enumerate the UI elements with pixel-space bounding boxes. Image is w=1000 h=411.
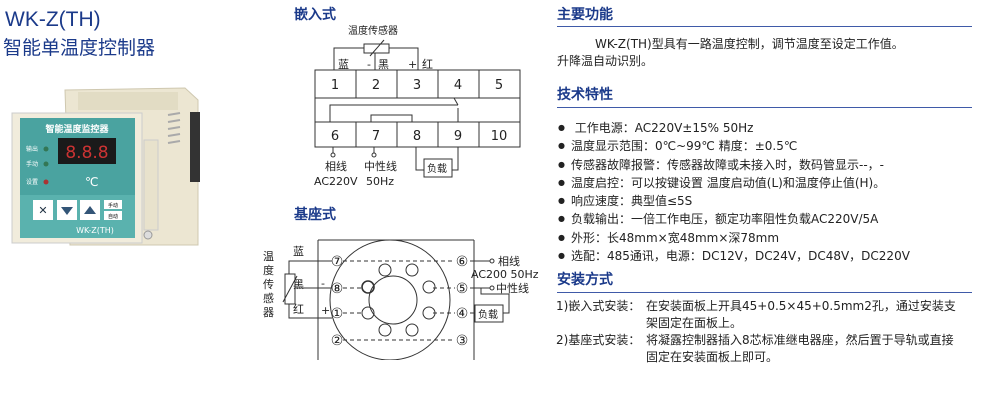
load-label: 负载 (427, 162, 447, 175)
spec-item: 负载输出：一倍工作电压，额定功率阻性负载AC220V/5A (558, 210, 910, 228)
neutral-label: 中性线 (364, 159, 397, 173)
tools-icon: ✕ (38, 204, 47, 217)
ac-label: AC220V (314, 175, 358, 188)
install-1-line: 架固定在面板上。 (646, 316, 743, 330)
device-image: 智能温度监控器 8.8.8 输出 手动 设置 ℃ ✕ 手动 自动 WK-Z(TH… (11, 87, 200, 246)
terminal-8: 8 (413, 129, 421, 144)
install-1-label: 1)嵌入式安装： (556, 299, 641, 313)
spec-item: 温度启控：可以按键设置 温度启动值(L)和温度停止值(H)。 (558, 174, 910, 192)
install-1-line: 在安装面板上开具45+0.5×45+0.5mm2孔，通过安装支 (646, 299, 956, 313)
product-name: 智能单温度控制器 (3, 37, 156, 59)
pin-8: ⑧ (331, 281, 344, 297)
pin-4: ④ (456, 306, 469, 322)
sensor-char: 传 (263, 278, 274, 291)
manual-label: 手动 (108, 202, 118, 209)
digital-display: 8.8.8 (65, 143, 108, 163)
pin-3: ③ (456, 333, 469, 349)
install-2-line: 固定在安装面板上即可。 (646, 350, 779, 364)
specs-heading: 技术特性 (557, 87, 613, 103)
terminal-10: 10 (491, 129, 508, 144)
terminal-2: 2 (372, 78, 380, 93)
sensor-char: 感 (263, 292, 274, 305)
plus-label: + (321, 304, 330, 317)
pin-6: ⑥ (456, 254, 469, 270)
terminal-1: 1 (331, 78, 339, 93)
indicator-set: 设置 (26, 178, 38, 186)
pin-7: ⑦ (331, 254, 344, 270)
divider (557, 107, 972, 108)
functions-line-2: 升降温自动识别。 (557, 54, 654, 68)
hz-label: 50Hz (366, 175, 394, 188)
sensor-label: 温度传感器 (348, 24, 398, 37)
wire-black-label: 黑 (293, 278, 304, 291)
terminal-7: 7 (372, 129, 380, 144)
pin-1: ① (331, 306, 344, 322)
wire-black-label: 黑 (378, 58, 389, 71)
device-label: WK-Z(TH) (76, 226, 114, 235)
unit-label: ℃ (85, 175, 98, 189)
live-label: 相线 (325, 159, 347, 173)
wire-blue-label: 蓝 (338, 58, 349, 71)
divider (557, 26, 972, 27)
install-2-line: 将凝露控制器插入8芯标准继电器座，然后置于导轨或直接 (646, 333, 954, 347)
panel-title: 智能温度监控器 (45, 123, 109, 135)
auto-button[interactable] (104, 211, 122, 220)
install-heading: 安装方式 (557, 272, 613, 288)
wire-red-label: 红 (422, 58, 433, 71)
divider (557, 292, 972, 293)
terminal-5: 5 (495, 78, 503, 93)
spec-item: 工作电源：AC220V±15% 50Hz (558, 119, 910, 137)
functions-line-1: WK-Z(TH)型具有一路温度控制，调节温度至设定工作值。 (595, 37, 904, 51)
ac-label: AC200 50Hz (471, 268, 539, 281)
terminal-3: 3 (413, 78, 421, 93)
down-arrow-icon (61, 207, 73, 215)
functions-heading: 主要功能 (557, 7, 613, 23)
spec-item: 选配：485通讯，电源：DC12V，DC24V，DC48V，DC220V (558, 247, 910, 265)
terminal-9: 9 (454, 129, 462, 144)
neutral-label: 中性线 (496, 281, 529, 295)
indicator-output: 输出 (26, 145, 38, 153)
settings-button[interactable] (33, 200, 53, 220)
sensor-char: 器 (263, 306, 274, 319)
wire-red-label: 红 (293, 303, 304, 316)
sensor-char: 度 (263, 263, 274, 277)
spec-item: 响应速度：典型值≤5S (558, 192, 910, 210)
spec-item: 传感器故障报警：传感器故障或未接入时，数码管显示--，- (558, 156, 910, 174)
up-arrow-icon (84, 206, 96, 214)
minus-label: - (367, 58, 371, 71)
embedded-wiring-diagram: 温度传感器 蓝 - 黑 + 红 1 2 3 4 5 6 7 8 9 10 相线 … (314, 24, 521, 188)
spec-item: 外形：长48mm×宽48mm×深78mm (558, 229, 910, 247)
indicator-manual: 手动 (26, 160, 38, 168)
sensor-char: 温 (263, 250, 274, 263)
terminal-6: 6 (331, 129, 339, 144)
base-wiring-diagram: 温 度 传 感 器 蓝 黑 红 - + ⑦ ⑧ ① ② ⑥ ⑤ ④ ③ 相线 A… (263, 239, 539, 360)
pin-2: ② (331, 333, 344, 349)
install-2-label: 2)基座式安装： (556, 333, 641, 347)
manual-button[interactable] (104, 200, 122, 209)
terminal-4: 4 (454, 78, 462, 93)
wire-blue-label: 蓝 (293, 245, 304, 258)
embedded-heading: 嵌入式 (294, 7, 336, 23)
live-label: 相线 (498, 254, 520, 268)
load-label: 负载 (478, 308, 498, 321)
pin-5: ⑤ (456, 281, 469, 297)
plus-label: + (408, 58, 417, 71)
minus-label: - (321, 277, 325, 290)
auto-label: 自动 (108, 213, 118, 220)
spec-item: 温度显示范围：0℃~99℃ 精度：±0.5℃ (558, 137, 910, 155)
base-heading: 基座式 (294, 207, 336, 223)
product-model: WK-Z(TH) (5, 8, 101, 31)
